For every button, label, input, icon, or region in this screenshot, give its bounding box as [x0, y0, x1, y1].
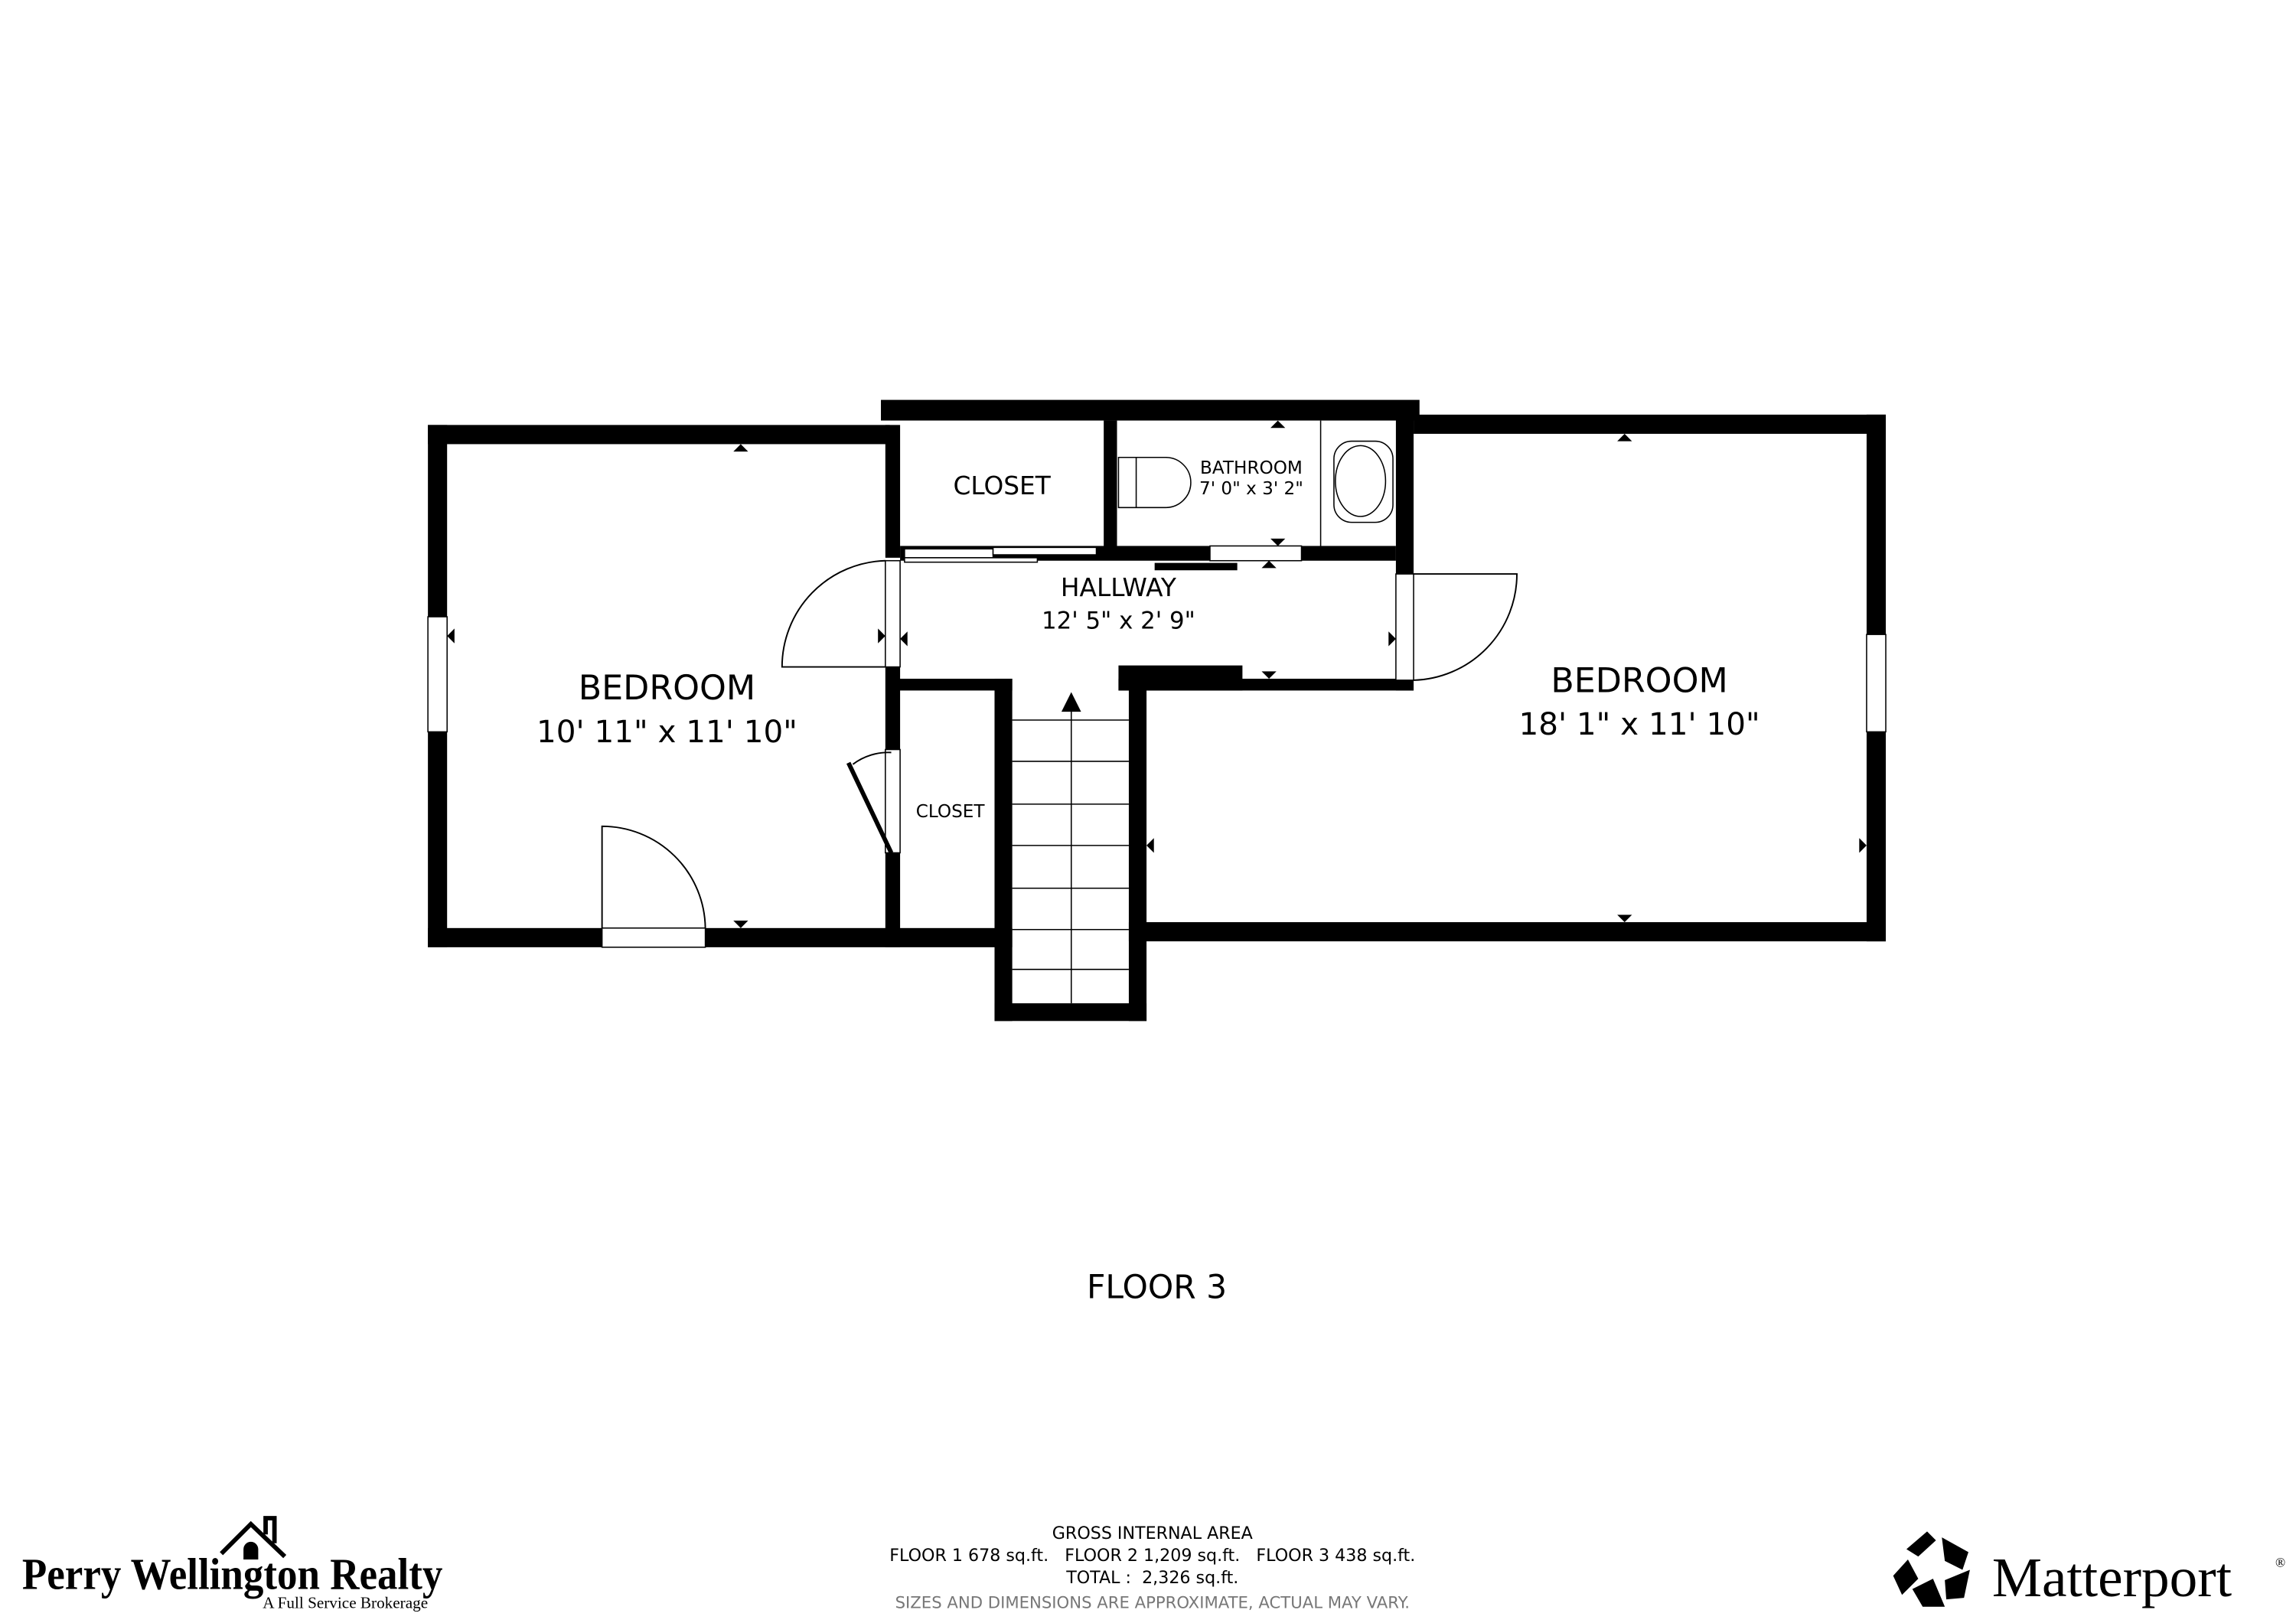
bathroom-label: BATHROOM [1200, 458, 1303, 478]
bedroom-right-label: BEDROOM [1551, 661, 1727, 700]
door-left-bedroom [601, 927, 706, 948]
matterport-name: Matterport [1992, 1546, 2232, 1608]
closet-small-door [885, 748, 901, 854]
matterport-mark-icon [1893, 1531, 1970, 1607]
closet-sliding-door-2 [992, 546, 1097, 556]
door-swings [601, 559, 1518, 928]
area-floors: FLOOR 1 678 sq.ft. FLOOR 2 1,209 sq.ft. … [889, 1546, 1415, 1566]
disclaimer: SIZES AND DIMENSIONS ARE APPROXIMATE, AC… [895, 1593, 1410, 1612]
bedroom-left-dimensions: 10' 11" x 11' 10" [536, 713, 797, 750]
matterport-registered-mark: ® [2275, 1556, 2285, 1570]
floor-label: FLOOR 3 [1087, 1269, 1227, 1307]
brokerage-name: Perry Wellington Realty [22, 1550, 443, 1599]
stair-arrow-icon [1061, 692, 1081, 712]
measure-markers [447, 420, 1867, 928]
bathroom-door [1209, 545, 1303, 562]
door-hallway-right [1395, 573, 1414, 681]
closet-top-label: CLOSET [953, 471, 1051, 500]
bedroom-right-dimensions: 18' 1" x 11' 10" [1518, 706, 1760, 742]
window-right [1866, 634, 1887, 733]
window-left [427, 616, 448, 733]
openings [427, 545, 1887, 948]
bathtub-icon [1333, 440, 1394, 523]
house-icon [220, 1516, 287, 1559]
door-hallway-left [885, 559, 901, 668]
toilet-icon [1117, 457, 1192, 509]
hallway-label: HALLWAY [1061, 573, 1177, 602]
matterport-logo: Matterport ® [1893, 1531, 2285, 1608]
closet-small-label: CLOSET [916, 802, 986, 822]
bedroom-left-label: BEDROOM [579, 669, 755, 708]
brokerage-logo: Perry Wellington Realty A Full Service B… [22, 1516, 443, 1612]
stairs [1012, 692, 1129, 1004]
closet-sliding-door-3 [904, 557, 1039, 563]
area-total: TOTAL : 2,326 sq.ft. [1065, 1568, 1238, 1588]
bathroom-dimensions: 7' 0" x 3' 2" [1199, 479, 1303, 499]
hallway-dimensions: 12' 5" x 2' 9" [1042, 607, 1195, 634]
area-heading: GROSS INTERNAL AREA [1052, 1524, 1253, 1543]
closet-sliding-door-1 [904, 548, 994, 559]
brokerage-tagline: A Full Service Brokerage [263, 1594, 428, 1612]
walls [428, 399, 1887, 1022]
bathroom-fixtures [1117, 420, 1394, 546]
